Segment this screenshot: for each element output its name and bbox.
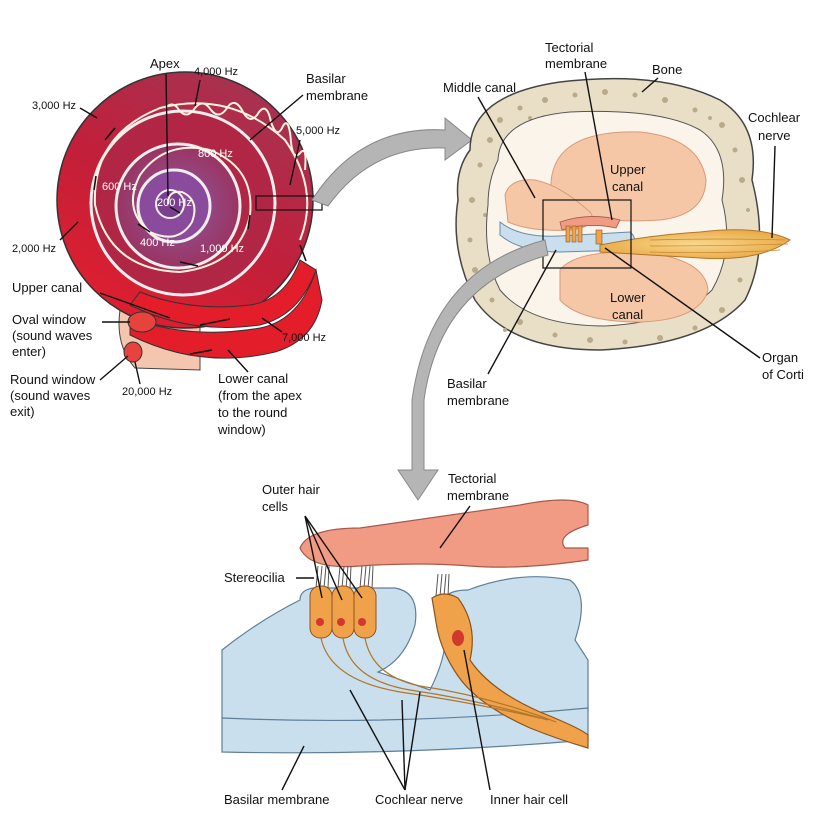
flow-arrow [104, 127, 116, 141]
hz-4000-label: 4,000 Hz [194, 66, 238, 78]
hair-cell-nucleus [316, 618, 324, 626]
tectorial-membrane [299, 499, 589, 568]
hz-1000-label: 1,000 Hz [200, 243, 244, 255]
hz-20000-label: 20,000 Hz [122, 386, 172, 398]
hz-5000-label: 5,000 Hz [296, 125, 340, 137]
bone-speckle [467, 89, 750, 345]
basilar-membrane-label-2: membrane [306, 88, 368, 103]
inner-hair-cell [431, 593, 589, 749]
detail-cochlear-nerve-label: Cochlear nerve [375, 792, 463, 807]
oval-window [127, 311, 157, 333]
outer-hair-cells-label-1: Outer hair [262, 482, 320, 497]
stereocilia-label: Stereocilia [224, 570, 285, 585]
round-window-label-3: exit) [10, 404, 35, 419]
flow-arrow [189, 349, 213, 355]
cs-upper-canal-label-1: Upper [610, 162, 646, 177]
corti-section-box [542, 199, 632, 269]
flow-arrow [169, 206, 181, 214]
flow-arrow [93, 175, 97, 191]
spiral-tail-lower [129, 268, 323, 359]
detail-tectorial-label-2: membrane [447, 488, 509, 503]
nerve-striations [649, 238, 789, 254]
flow-arrow [179, 261, 199, 267]
flow-arrows [93, 127, 307, 355]
inner-hair-cell-nucleus [452, 630, 464, 646]
inner-hair-cell-label: Inner hair cell [490, 792, 568, 807]
cs-cochlear-nerve-label-2: nerve [758, 128, 791, 143]
detail-basilar-label: Basilar membrane [224, 792, 330, 807]
supporting-tissue [221, 576, 589, 723]
outer-hair-cell [331, 585, 355, 639]
cs-upper-canal-label-2: canal [612, 179, 643, 194]
oval-window-label-3: enter) [12, 344, 46, 359]
cs-organ-of-corti-label-1: Organ [762, 350, 798, 365]
spiral-upper-canal-label: Upper canal [12, 280, 82, 295]
flow-arrow [299, 244, 307, 262]
connector-arrow-to-detail [397, 239, 549, 501]
cs-organ-of-corti-label-2: of Corti [762, 367, 804, 382]
cochlea-cross-section [455, 77, 791, 351]
apex-label: Apex [150, 56, 180, 71]
round-window-label-1: Round window [10, 372, 96, 387]
hz-7000-label: 7,000 Hz [282, 332, 326, 344]
oval-window-label-1: Oval window [12, 312, 86, 327]
cs-bone-label: Bone [652, 62, 682, 77]
organ-of-corti-detail [221, 499, 589, 754]
outer-hair-cell [353, 585, 377, 639]
spiral-labels: Apex 4,000 Hz Basilar membrane 3,000 Hz … [10, 56, 368, 437]
cochlear-nerve-bundle [599, 229, 791, 260]
cs-basilar-label-2: membrane [447, 393, 509, 408]
cs-tectorial-label-1: Tectorial [545, 40, 594, 55]
cross-section-labels: Tectorial membrane Bone Middle canal Coc… [443, 40, 804, 408]
basilar-membrane-label-1: Basilar [306, 71, 346, 86]
hair-cell-nucleus [337, 618, 345, 626]
nerve-fibers [320, 637, 557, 723]
basilar-wave [164, 101, 307, 171]
round-window-label-2: (sound waves [10, 388, 91, 403]
flow-arrow [199, 318, 231, 326]
cs-basilar-label-1: Basilar [447, 376, 487, 391]
round-window [123, 341, 143, 363]
oval-window-label-2: (sound waves [12, 328, 93, 343]
cs-lower-canal-label-2: canal [612, 307, 643, 322]
lower-canal-label-2: (from the apex [218, 388, 302, 403]
hz-200-label: 200 Hz [157, 197, 192, 209]
hz-600-label: 600 Hz [102, 181, 137, 193]
lower-canal-label-4: window) [217, 422, 266, 437]
spiral-cochlea [56, 71, 323, 371]
hz-2000-label: 2,000 Hz [12, 243, 56, 255]
lower-canal-label-3: to the round [218, 405, 287, 420]
small-hair-cells [565, 225, 603, 245]
detail-labels: Tectorial membrane Outer hair cells Ster… [224, 471, 568, 807]
hair-cell-nucleus [358, 618, 366, 626]
hz-800-label: 800 Hz [198, 148, 233, 160]
detail-tectorial-label-1: Tectorial [448, 471, 497, 486]
hz-400-label: 400 Hz [140, 237, 175, 249]
cs-lower-canal-label-1: Lower [610, 290, 646, 305]
cs-cochlear-nerve-label-1: Cochlear [748, 110, 801, 125]
outer-hair-cells-label-2: cells [262, 499, 289, 514]
outer-hair-cells [309, 585, 377, 639]
flow-arrow [247, 214, 251, 230]
cs-middle-canal-label: Middle canal [443, 80, 516, 95]
lower-canal-label-1: Lower canal [218, 371, 288, 386]
flow-arrow [137, 223, 151, 233]
cs-tectorial-label-2: membrane [545, 56, 607, 71]
hz-3000-label: 3,000 Hz [32, 100, 76, 112]
